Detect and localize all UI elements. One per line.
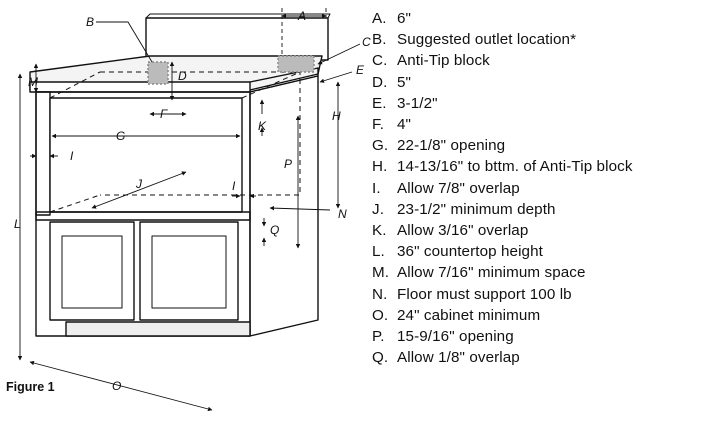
legend-item: N. Floor must support 100 lb: [372, 284, 633, 305]
legend-item: J. 23-1/2" minimum depth: [372, 199, 633, 220]
leader-c: [317, 43, 361, 65]
toe-kick: [65, 321, 251, 337]
legend-item: E. 3-1/2": [372, 93, 633, 114]
legend-key: H.: [372, 158, 388, 176]
dim-o: [29, 360, 213, 412]
label-i-left: I: [70, 149, 74, 163]
legend-text: 24" cabinet minimum: [397, 306, 541, 324]
label-n: N: [338, 207, 347, 221]
anti-tip-block: [277, 55, 315, 73]
dim-e: [319, 71, 353, 83]
legend-text: 22-1/8" opening: [397, 137, 506, 155]
legend-key: P.: [372, 328, 385, 346]
legend-key: N.: [372, 285, 388, 303]
left-door-panel: [61, 235, 123, 309]
legend-text: Suggested outlet location*: [397, 31, 577, 49]
legend-text: 5": [397, 73, 412, 91]
legend-text: 14-13/16" to bttm. of Anti-Tip block: [397, 158, 633, 176]
label-f: F: [160, 107, 168, 121]
legend-key: E.: [372, 94, 387, 112]
opening-right-line: [241, 71, 301, 99]
legend-text: 23-1/2" minimum depth: [397, 200, 556, 218]
legend-key: J.: [372, 200, 385, 218]
legend-text: 4": [397, 116, 412, 134]
legend-key: O.: [372, 306, 389, 324]
left-door: [49, 221, 135, 321]
legend-text: Allow 3/16" overlap: [397, 222, 529, 240]
legend-text: 3-1/2": [397, 94, 438, 112]
label-h: H: [332, 109, 341, 123]
legend-text: 6": [397, 10, 412, 27]
figure-caption: Figure 1: [6, 380, 55, 394]
legend-item: H. 14-13/16" to bttm. of Anti-Tip block: [372, 156, 633, 177]
legend-item: G. 22-1/8" opening: [372, 135, 633, 156]
legend-key: I.: [372, 179, 381, 197]
label-d: D: [178, 69, 187, 83]
legend-item: B. Suggested outlet location*: [372, 29, 633, 50]
cabinet-left-stile: [35, 91, 51, 216]
label-o: O: [112, 379, 121, 393]
legend-text: Allow 1/8" overlap: [397, 349, 520, 367]
right-door: [139, 221, 239, 321]
legend-text: Anti-Tip block: [397, 52, 490, 70]
label-k: K: [258, 119, 267, 133]
legend-key: K.: [372, 222, 387, 240]
label-g: G: [116, 129, 125, 143]
label-a: A: [297, 9, 306, 23]
label-q: Q: [270, 223, 279, 237]
dimension-labels: A B C D E F G H I I J K L M N O P Q: [14, 9, 371, 393]
label-b: B: [86, 15, 94, 29]
label-j: J: [135, 177, 143, 191]
lower-rail: [35, 211, 251, 221]
legend-item: Q. Allow 1/8" overlap: [372, 347, 633, 368]
label-i-right: I: [232, 179, 236, 193]
leader-b: [96, 21, 153, 63]
legend-key: L.: [372, 243, 385, 261]
right-door-panel: [151, 235, 227, 309]
label-m: M: [28, 75, 38, 89]
backsplash-lip: [145, 13, 331, 19]
legend-key: C.: [372, 52, 388, 70]
dimension-lines: [17, 8, 361, 412]
legend-item: C. Anti-Tip block: [372, 50, 633, 71]
label-e: E: [356, 63, 365, 77]
legend-item: D. 5": [372, 72, 633, 93]
legend-text: 36" countertop height: [397, 243, 543, 261]
legend-item: I. Allow 7/8" overlap: [372, 178, 633, 199]
dim-j: [91, 171, 187, 209]
legend-item: A. 6": [372, 8, 633, 29]
legend-text: Allow 7/16" minimum space: [397, 264, 586, 282]
dimension-legend: A. 6" B. Suggested outlet location* C. Anti-T…: [372, 8, 633, 368]
legend-key: B.: [372, 31, 387, 49]
legend-item: F. 4": [372, 114, 633, 135]
legend-item: M. Allow 7/16" minimum space: [372, 262, 633, 283]
legend-item: K. Allow 3/16" overlap: [372, 220, 633, 241]
legend-text: Allow 7/8" overlap: [397, 179, 520, 197]
legend-key: A.: [372, 10, 387, 27]
opening-top-line: [49, 71, 101, 99]
legend-key: F.: [372, 116, 385, 134]
backsplash: [145, 17, 329, 61]
label-p: P: [284, 157, 292, 171]
outlet-location-box: [147, 61, 169, 85]
legend-item: L. 36" countertop height: [372, 241, 633, 262]
label-l: L: [14, 217, 21, 231]
legend-text: Floor must support 100 lb: [397, 285, 572, 303]
legend-text: 15-9/16" opening: [397, 328, 514, 346]
legend-key: Q.: [372, 349, 389, 367]
cabinet-right-side: [249, 75, 319, 337]
countertop-edge: [29, 81, 251, 93]
legend-key: M.: [372, 264, 390, 282]
cabinet-drawing: [29, 13, 331, 337]
label-c: C: [362, 35, 371, 49]
legend-key: D.: [372, 73, 388, 91]
legend-item: P. 15-9/16" opening: [372, 326, 633, 347]
legend-item: O. 24" cabinet minimum: [372, 305, 633, 326]
legend-key: G.: [372, 137, 389, 155]
